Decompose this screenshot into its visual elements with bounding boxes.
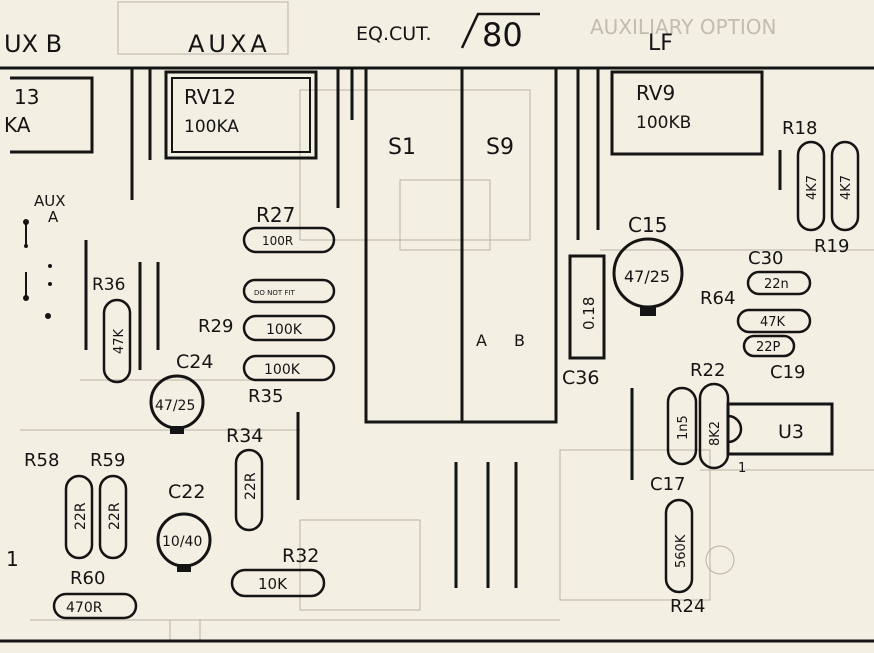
pot-rv12: RV12 100KA bbox=[164, 70, 318, 160]
u3-pin1: 1 bbox=[738, 461, 746, 476]
u3-label: U3 bbox=[778, 421, 804, 443]
capacitor-c22: 10/40 bbox=[156, 512, 212, 572]
resistor-r34: 22R bbox=[234, 448, 264, 532]
c24-value: 47/25 bbox=[155, 398, 195, 414]
faint-option-title: AUXILIARY OPTION bbox=[590, 15, 776, 39]
r27-name: R27 bbox=[256, 203, 295, 227]
resistor-r18: 4K7 bbox=[796, 140, 826, 232]
c22-name: C22 bbox=[168, 481, 205, 503]
resistor-r35: 100K bbox=[242, 354, 336, 382]
switch-a-label: A bbox=[476, 331, 487, 350]
capacitor-c15: 47/25 bbox=[612, 237, 684, 316]
c24-name: C24 bbox=[176, 351, 213, 373]
c30-name: C30 bbox=[748, 248, 783, 269]
resistor-do-not-fit: DO NOT FIT bbox=[242, 278, 336, 304]
capacitor-c24: 47/25 bbox=[149, 374, 205, 434]
c15-name: C15 bbox=[628, 213, 667, 237]
rv9-name: RV9 bbox=[636, 81, 675, 105]
c22-value: 10/40 bbox=[162, 534, 202, 550]
pot-left-line1: 13 bbox=[14, 85, 39, 109]
r34-name: R34 bbox=[226, 425, 263, 447]
resistor-r24: 560K bbox=[664, 498, 694, 594]
c19-value: 22P bbox=[756, 340, 781, 355]
eq-cut-label: EQ.CUT. bbox=[356, 23, 432, 45]
resistor-r58: 22R bbox=[64, 474, 94, 560]
r59-name: R59 bbox=[90, 450, 125, 471]
c17-value: 1n5 bbox=[676, 415, 691, 440]
switch-b-label: B bbox=[514, 331, 525, 350]
lf-label: LF bbox=[648, 31, 673, 56]
r24-name: R24 bbox=[670, 596, 705, 617]
capacitor-c30: 22n bbox=[746, 270, 812, 296]
r29-value: 100K bbox=[266, 322, 303, 338]
r18-value: 4K7 bbox=[805, 175, 820, 200]
r58-value: 22R bbox=[73, 502, 89, 530]
r35-name: R35 bbox=[248, 386, 283, 407]
r19-value: 4K7 bbox=[839, 175, 854, 200]
resistor-r27: 100R bbox=[242, 226, 336, 254]
capacitor-c36: 0.18 bbox=[568, 254, 606, 360]
background-faint-layer: AUXILIARY OPTION bbox=[20, 1, 874, 641]
r58-name: R58 bbox=[24, 450, 59, 471]
c15-value: 47/25 bbox=[624, 267, 670, 286]
resistor-r22: 8K2 bbox=[698, 382, 730, 470]
r32-name: R32 bbox=[282, 545, 319, 567]
r34-value: 22R bbox=[243, 472, 259, 500]
resistor-r19: 4K7 bbox=[830, 140, 860, 232]
resistor-r59: 22R bbox=[98, 474, 128, 560]
r27-value: 100R bbox=[262, 234, 293, 248]
rv9-value: 100KB bbox=[636, 113, 691, 133]
r59-value: 22R bbox=[107, 502, 123, 530]
r35-value: 100K bbox=[264, 362, 301, 378]
c30-value: 22n bbox=[764, 277, 789, 292]
pot-rv9: RV9 100KB bbox=[610, 70, 764, 156]
r60-name: R60 bbox=[70, 568, 105, 589]
c17-name: C17 bbox=[650, 474, 685, 495]
dnf-value: DO NOT FIT bbox=[254, 289, 295, 297]
resistor-r29: 100K bbox=[242, 314, 336, 342]
pot-left-partial: 13 KA bbox=[4, 76, 94, 154]
r36-value: 47K bbox=[112, 328, 127, 354]
r22-value: 8K2 bbox=[708, 421, 723, 446]
capacitor-c17: 1n5 bbox=[666, 386, 698, 466]
resistor-r32: 10K bbox=[230, 568, 326, 598]
c19-name: C19 bbox=[770, 362, 805, 383]
resistor-r64: 47K bbox=[736, 308, 812, 334]
eq-cut-value: 80 bbox=[482, 16, 523, 54]
eq-slash bbox=[460, 12, 540, 49]
r60-value: 470R bbox=[66, 600, 103, 616]
r64-value: 47K bbox=[760, 315, 786, 330]
ic-u3: U3 1 bbox=[726, 402, 834, 476]
aux-a-switch: AUX A bbox=[23, 192, 66, 319]
aux-a-label: AUXA bbox=[188, 30, 271, 58]
left-edge-label: 1 bbox=[6, 547, 19, 571]
r36-name: R36 bbox=[92, 275, 125, 295]
resistor-r60: 470R bbox=[52, 592, 138, 620]
r18-name: R18 bbox=[782, 118, 817, 139]
aux-switch-line1: AUX bbox=[34, 192, 66, 210]
switch-s9-label: S9 bbox=[486, 135, 514, 160]
r22-name: R22 bbox=[690, 360, 725, 381]
aux-b-label: UX B bbox=[4, 30, 62, 58]
c36-value: 0.18 bbox=[580, 297, 598, 330]
rv12-name: RV12 bbox=[184, 85, 236, 109]
capacitor-c19: 22P bbox=[742, 334, 796, 358]
switch-block: S1 S9 A B bbox=[364, 66, 558, 424]
switch-s1-label: S1 bbox=[388, 135, 416, 160]
r64-name: R64 bbox=[700, 288, 735, 309]
r32-value: 10K bbox=[258, 575, 288, 593]
r24-value: 560K bbox=[674, 534, 689, 568]
r29-name: R29 bbox=[198, 316, 233, 337]
pot-left-line2: KA bbox=[4, 113, 31, 137]
rv12-value: 100KA bbox=[184, 117, 239, 137]
c36-name: C36 bbox=[562, 367, 599, 389]
aux-switch-line2: A bbox=[48, 208, 59, 226]
r19-name: R19 bbox=[814, 236, 849, 257]
resistor-r36: 47K bbox=[102, 298, 132, 384]
